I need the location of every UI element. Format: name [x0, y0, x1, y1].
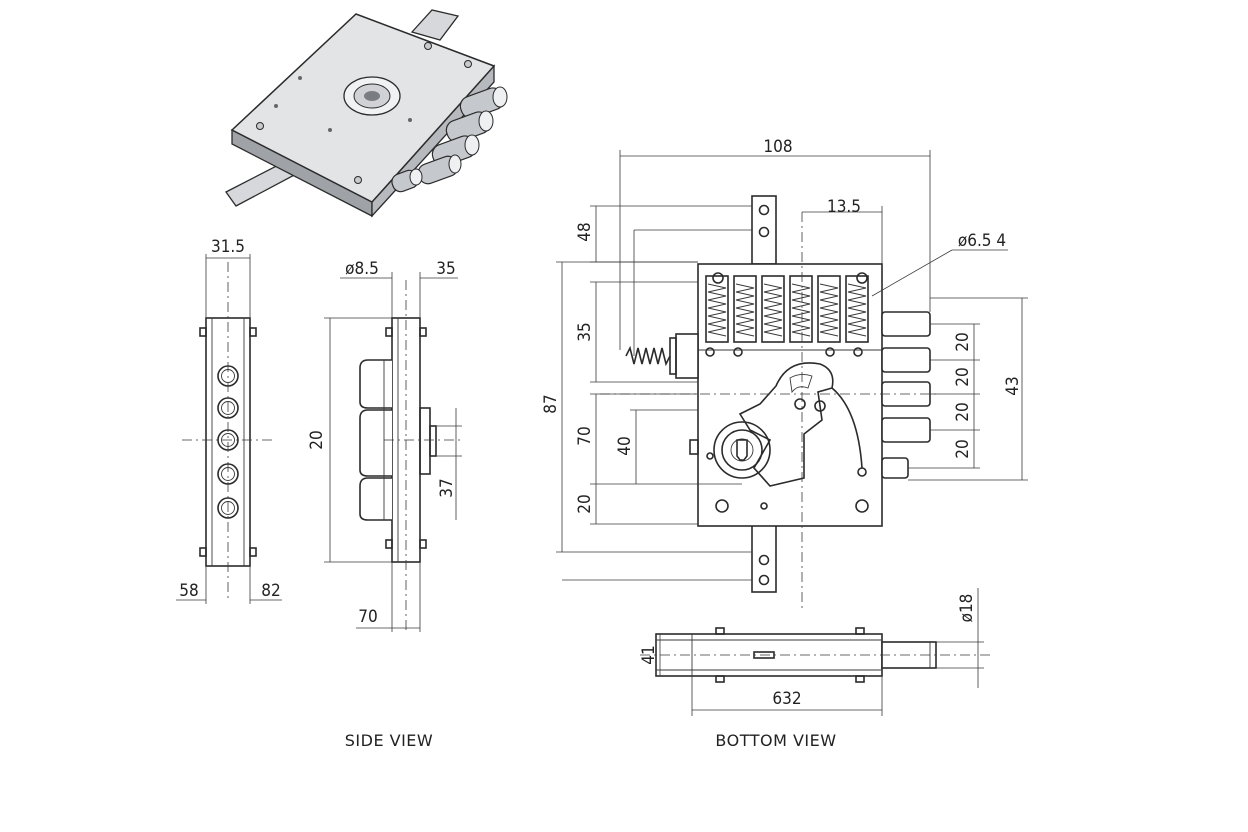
dim-side-width-top: 31.5	[211, 237, 245, 257]
dim-side-right-bottom: 82	[261, 581, 280, 601]
dim-front-lower-70: 70	[575, 426, 595, 445]
dim-front-lower-40: 40	[615, 436, 635, 455]
dim-front-top-pitch: 13.5	[827, 197, 861, 217]
dim-side-left-bottom: 58	[179, 581, 198, 601]
side-view-caption: SIDE VIEW	[345, 731, 433, 750]
dim-profile-diameter: ø8.5	[345, 259, 379, 279]
front-view-drawing: 108 13.5 ø6.5 4 48 35 87 70 40	[541, 137, 1028, 610]
dim-bolt-pitch-1: 20	[953, 332, 973, 351]
dim-bottom-height: 41	[639, 645, 659, 664]
dim-front-width: 108	[763, 137, 792, 157]
isometric-lock-illustration	[225, 9, 508, 218]
dim-front-total-height: 87	[541, 394, 561, 413]
dim-profile-height: 20	[307, 430, 327, 449]
dim-profile-top: 35	[436, 259, 455, 279]
dim-front-spring-height: 35	[575, 322, 595, 341]
dim-profile-small: 37	[437, 478, 457, 497]
side-view-drawing: 31.5 58 82	[176, 237, 282, 604]
bottom-view-caption: BOTTOM VIEW	[715, 731, 836, 750]
dim-bottom-length: 632	[772, 689, 801, 709]
dim-bolt-pitch-3: 20	[953, 402, 973, 421]
bottom-view-drawing: 41 ø18 632	[639, 588, 990, 716]
dim-bolt-pitch-2: 20	[953, 367, 973, 386]
dim-bottom-diameter: ø18	[957, 594, 977, 623]
dim-front-bolt-diameter: ø6.5 4	[958, 231, 1006, 251]
dim-bolt-pitch-4: 20	[953, 439, 973, 458]
dim-front-top-offset: 48	[575, 222, 595, 241]
front-bolts	[881, 311, 931, 479]
dim-bolt-span: 43	[1003, 376, 1023, 395]
dim-front-lower-20: 20	[575, 494, 595, 513]
profile-view-drawing: ø8.5 35 20 37 70	[307, 259, 462, 632]
dim-profile-bottom: 70	[358, 607, 377, 627]
